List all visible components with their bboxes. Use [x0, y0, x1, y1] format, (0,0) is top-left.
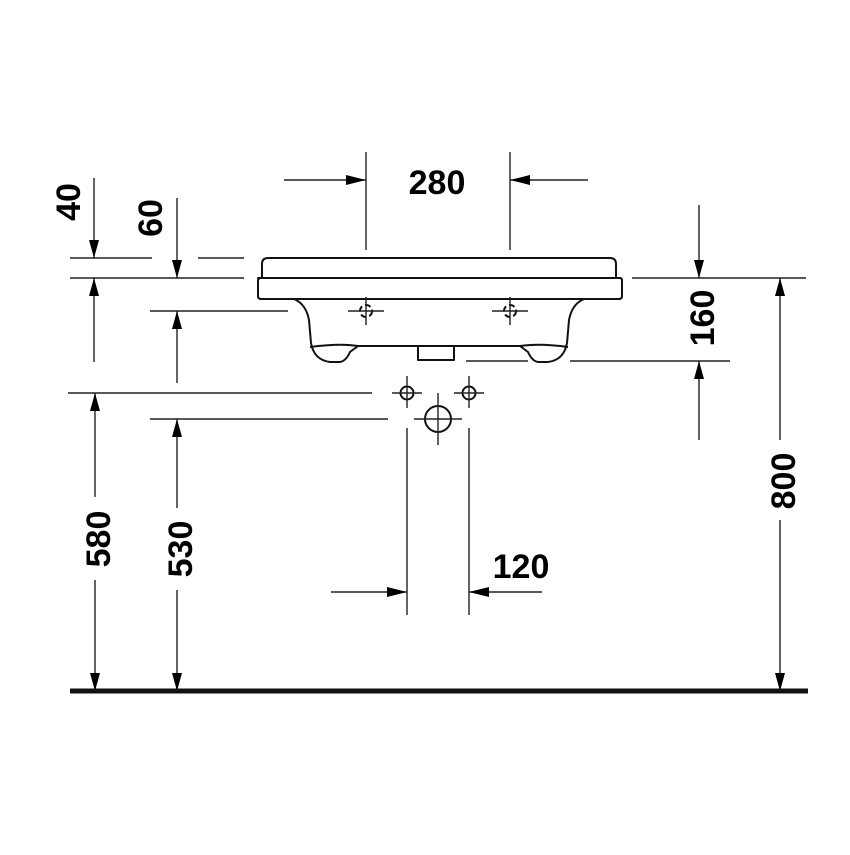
supply-connection-right [454, 376, 484, 408]
dim-rim-height: 800 [765, 278, 803, 691]
supply-connection-left [392, 376, 422, 408]
dim-label-580: 580 [80, 511, 118, 568]
dim-overflow: 60 [132, 198, 182, 383]
tap-hole-right [492, 297, 528, 325]
dim-basin-depth: 160 [684, 205, 722, 440]
waste-connection [414, 393, 462, 445]
dim-label-160: 160 [684, 290, 722, 347]
dim-label-60: 60 [132, 199, 170, 237]
washbasin [257, 257, 623, 363]
dim-label-280: 280 [409, 164, 466, 202]
dim-waste-spacing: 120 [331, 428, 549, 615]
dim-label-530: 530 [162, 521, 200, 578]
tap-hole-left [348, 297, 384, 325]
dim-label-800: 800 [765, 453, 803, 510]
dim-supply-height: 580 [80, 393, 118, 691]
dim-rim-thickness: 40 [50, 178, 99, 362]
dim-label-120: 120 [493, 548, 550, 586]
dim-tap-spacing: 280 [284, 152, 588, 250]
dim-label-40: 40 [50, 183, 88, 221]
dim-waste-height: 530 [162, 419, 200, 691]
